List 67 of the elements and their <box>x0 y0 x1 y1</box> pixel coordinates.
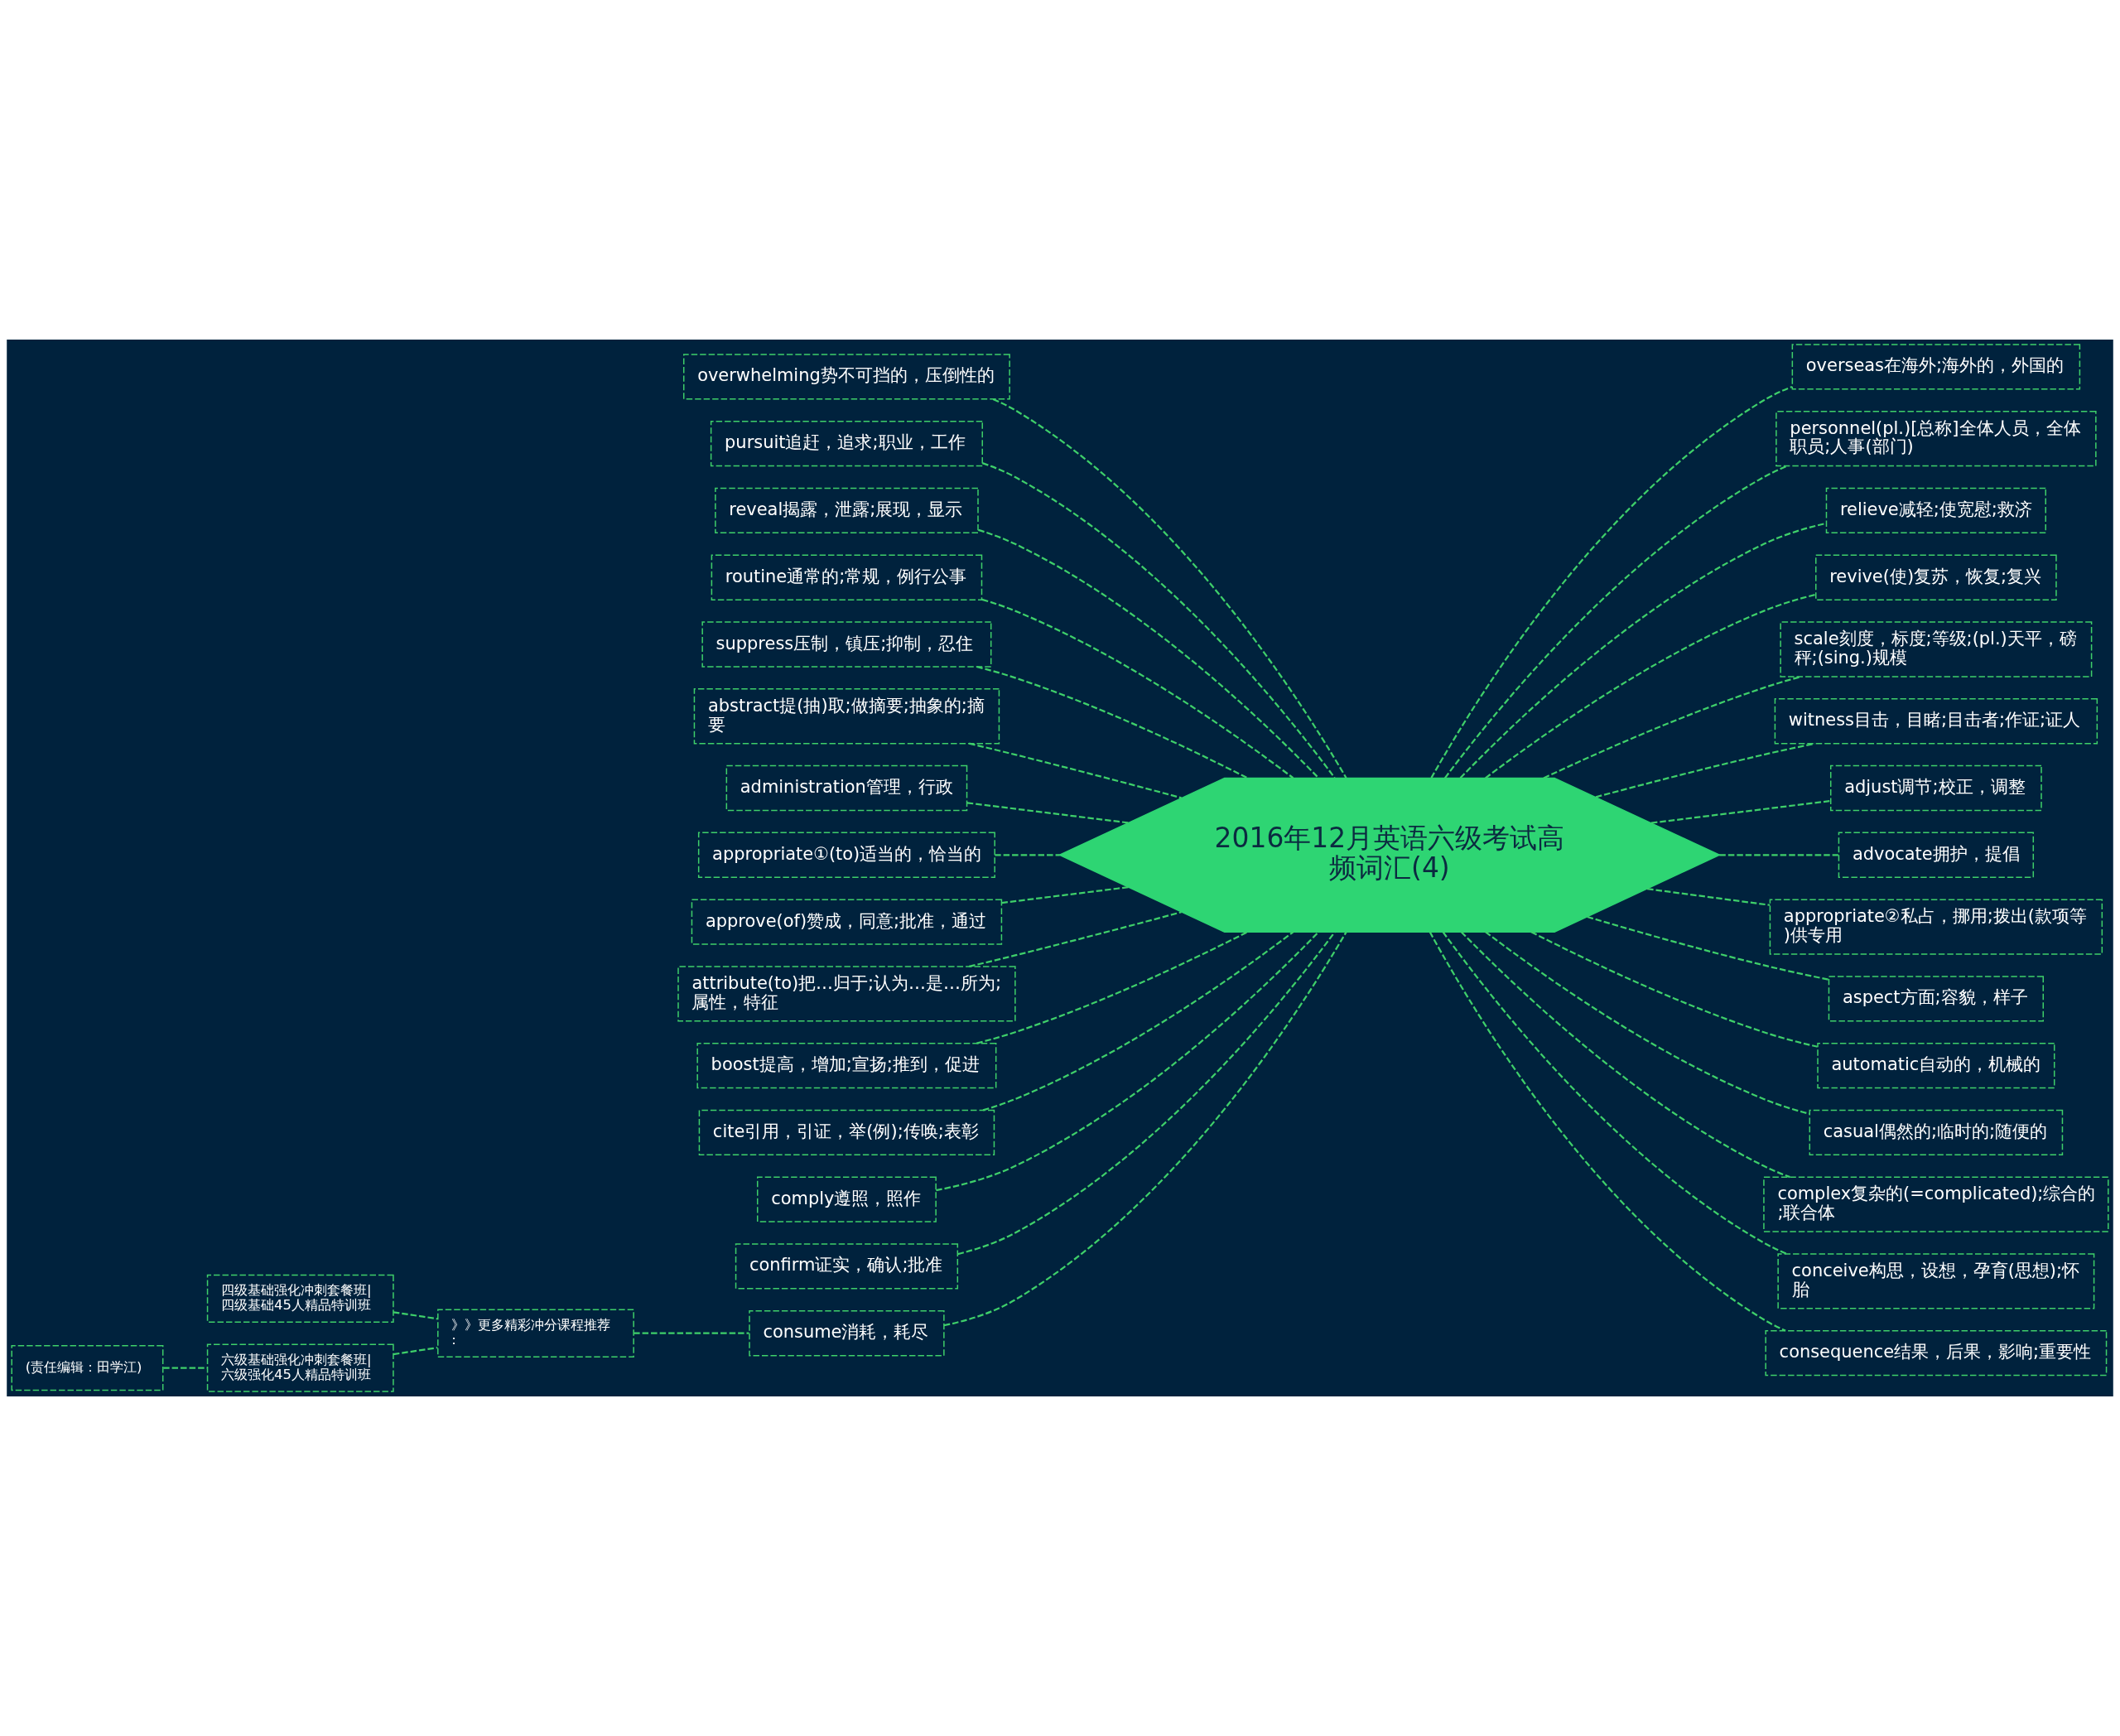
connector <box>982 931 1294 1112</box>
node-box: consequence结果，后果，影响;重要性 <box>1765 1329 2108 1377</box>
node-box: personnel(pl.)[总称]全体人员，全体职员;人事(部门) <box>1776 411 2097 467</box>
node-box: revive(使)复苏，恢复;复兴 <box>1815 554 2057 600</box>
node-box: appropriate①(to)适当的，恰当的 <box>697 832 995 878</box>
connector <box>1719 854 1839 856</box>
node-box: approve(of)赞成，同意;批准，通过 <box>691 899 1003 945</box>
node-box: 四级基础强化冲刺套餐班|四级基础45人精品特训班 <box>206 1274 394 1323</box>
connector <box>976 665 1248 779</box>
connector <box>978 528 1320 779</box>
connector <box>981 598 1294 779</box>
node-box: attribute(to)把…归于;认为…是…所为;属性，特征 <box>677 966 1016 1022</box>
connector <box>1647 888 1771 906</box>
node-box: overseas在海外;海外的，外国的 <box>1791 344 2081 390</box>
connector <box>992 398 1347 779</box>
node-box: appropriate②私占，挪用;拨出(款项等)供专用 <box>1769 899 2103 955</box>
connector <box>981 462 1336 779</box>
node-box: overwhelming势不可挡的，压倒性的 <box>683 354 1010 400</box>
node-box: conceive构思，设想，孕育(思想);怀胎 <box>1777 1253 2095 1309</box>
connector <box>936 931 1320 1192</box>
node-box: comply遵照，照作 <box>757 1176 937 1222</box>
node-box: abstract提(抽)取;做摘要;抽象的;摘要 <box>693 688 1000 745</box>
node-box: (责任编辑：田学江) <box>11 1344 164 1391</box>
connector <box>995 854 1060 856</box>
connector <box>943 931 1347 1327</box>
connector <box>1442 931 1788 1255</box>
connector <box>393 1311 438 1320</box>
connector <box>1485 593 1816 779</box>
connector <box>1650 799 1831 824</box>
node-box: advocate拥护，提倡 <box>1838 832 2035 878</box>
connector <box>976 931 1248 1044</box>
connector <box>1001 886 1129 904</box>
connector <box>1543 675 1802 779</box>
connector <box>393 1347 438 1356</box>
node-box: boost提高，增加;宣扬;推到，促进 <box>696 1042 997 1089</box>
node-box: automatic自动的，机械的 <box>1817 1042 2055 1089</box>
node-box: administration管理，行政 <box>725 764 968 812</box>
connector <box>968 911 1182 967</box>
connector <box>1530 931 1818 1048</box>
node-box: routine通常的;常规，例行公事 <box>711 554 983 600</box>
connector <box>634 1332 749 1334</box>
node-box: cite引用，引证，举(例);传唤;表彰 <box>698 1109 995 1156</box>
node-box: 六级基础强化冲刺套餐班|六级强化45人精品特训班 <box>206 1343 394 1392</box>
connector <box>1430 385 1793 779</box>
node-box: scale刻度，标度;等级;(pl.)天平，磅秤;(sing.)规模 <box>1780 621 2093 678</box>
node-box: consume消耗，耗尽 <box>749 1310 945 1357</box>
connector <box>968 742 1182 799</box>
connector <box>957 931 1336 1256</box>
node-box: confirm证实，确认;批准 <box>735 1243 959 1290</box>
node-box: suppress压制，镇压;抑制，忍住 <box>701 621 992 668</box>
connector <box>966 802 1129 824</box>
node-box: witness目击，目睹;目击者;作证;证人 <box>1774 698 2098 745</box>
node-box: adjust调节;校正，调整 <box>1829 764 2042 812</box>
node-box: complex复杂的(=complicated);综合的;联合体 <box>1763 1176 2109 1232</box>
connector <box>1460 931 1790 1179</box>
connector <box>1595 742 1815 798</box>
node-box: casual偶然的;临时的;随便的 <box>1809 1109 2064 1156</box>
connector <box>1587 915 1829 981</box>
connector <box>1444 465 1788 779</box>
connector <box>1485 931 1810 1115</box>
node-box: reveal揭露，泄露;展现，显示 <box>715 487 979 534</box>
connector <box>1459 522 1827 779</box>
node-box: relieve减轻;使宽慰;救济 <box>1825 487 2046 534</box>
node-box: aspect方面;容貌，样子 <box>1828 976 2044 1022</box>
node-box: 》》更多精彩冲分课程推荐: <box>437 1309 634 1357</box>
connector <box>1429 931 1786 1332</box>
node-box: pursuit追赶，追求;职业，工作 <box>710 421 983 467</box>
